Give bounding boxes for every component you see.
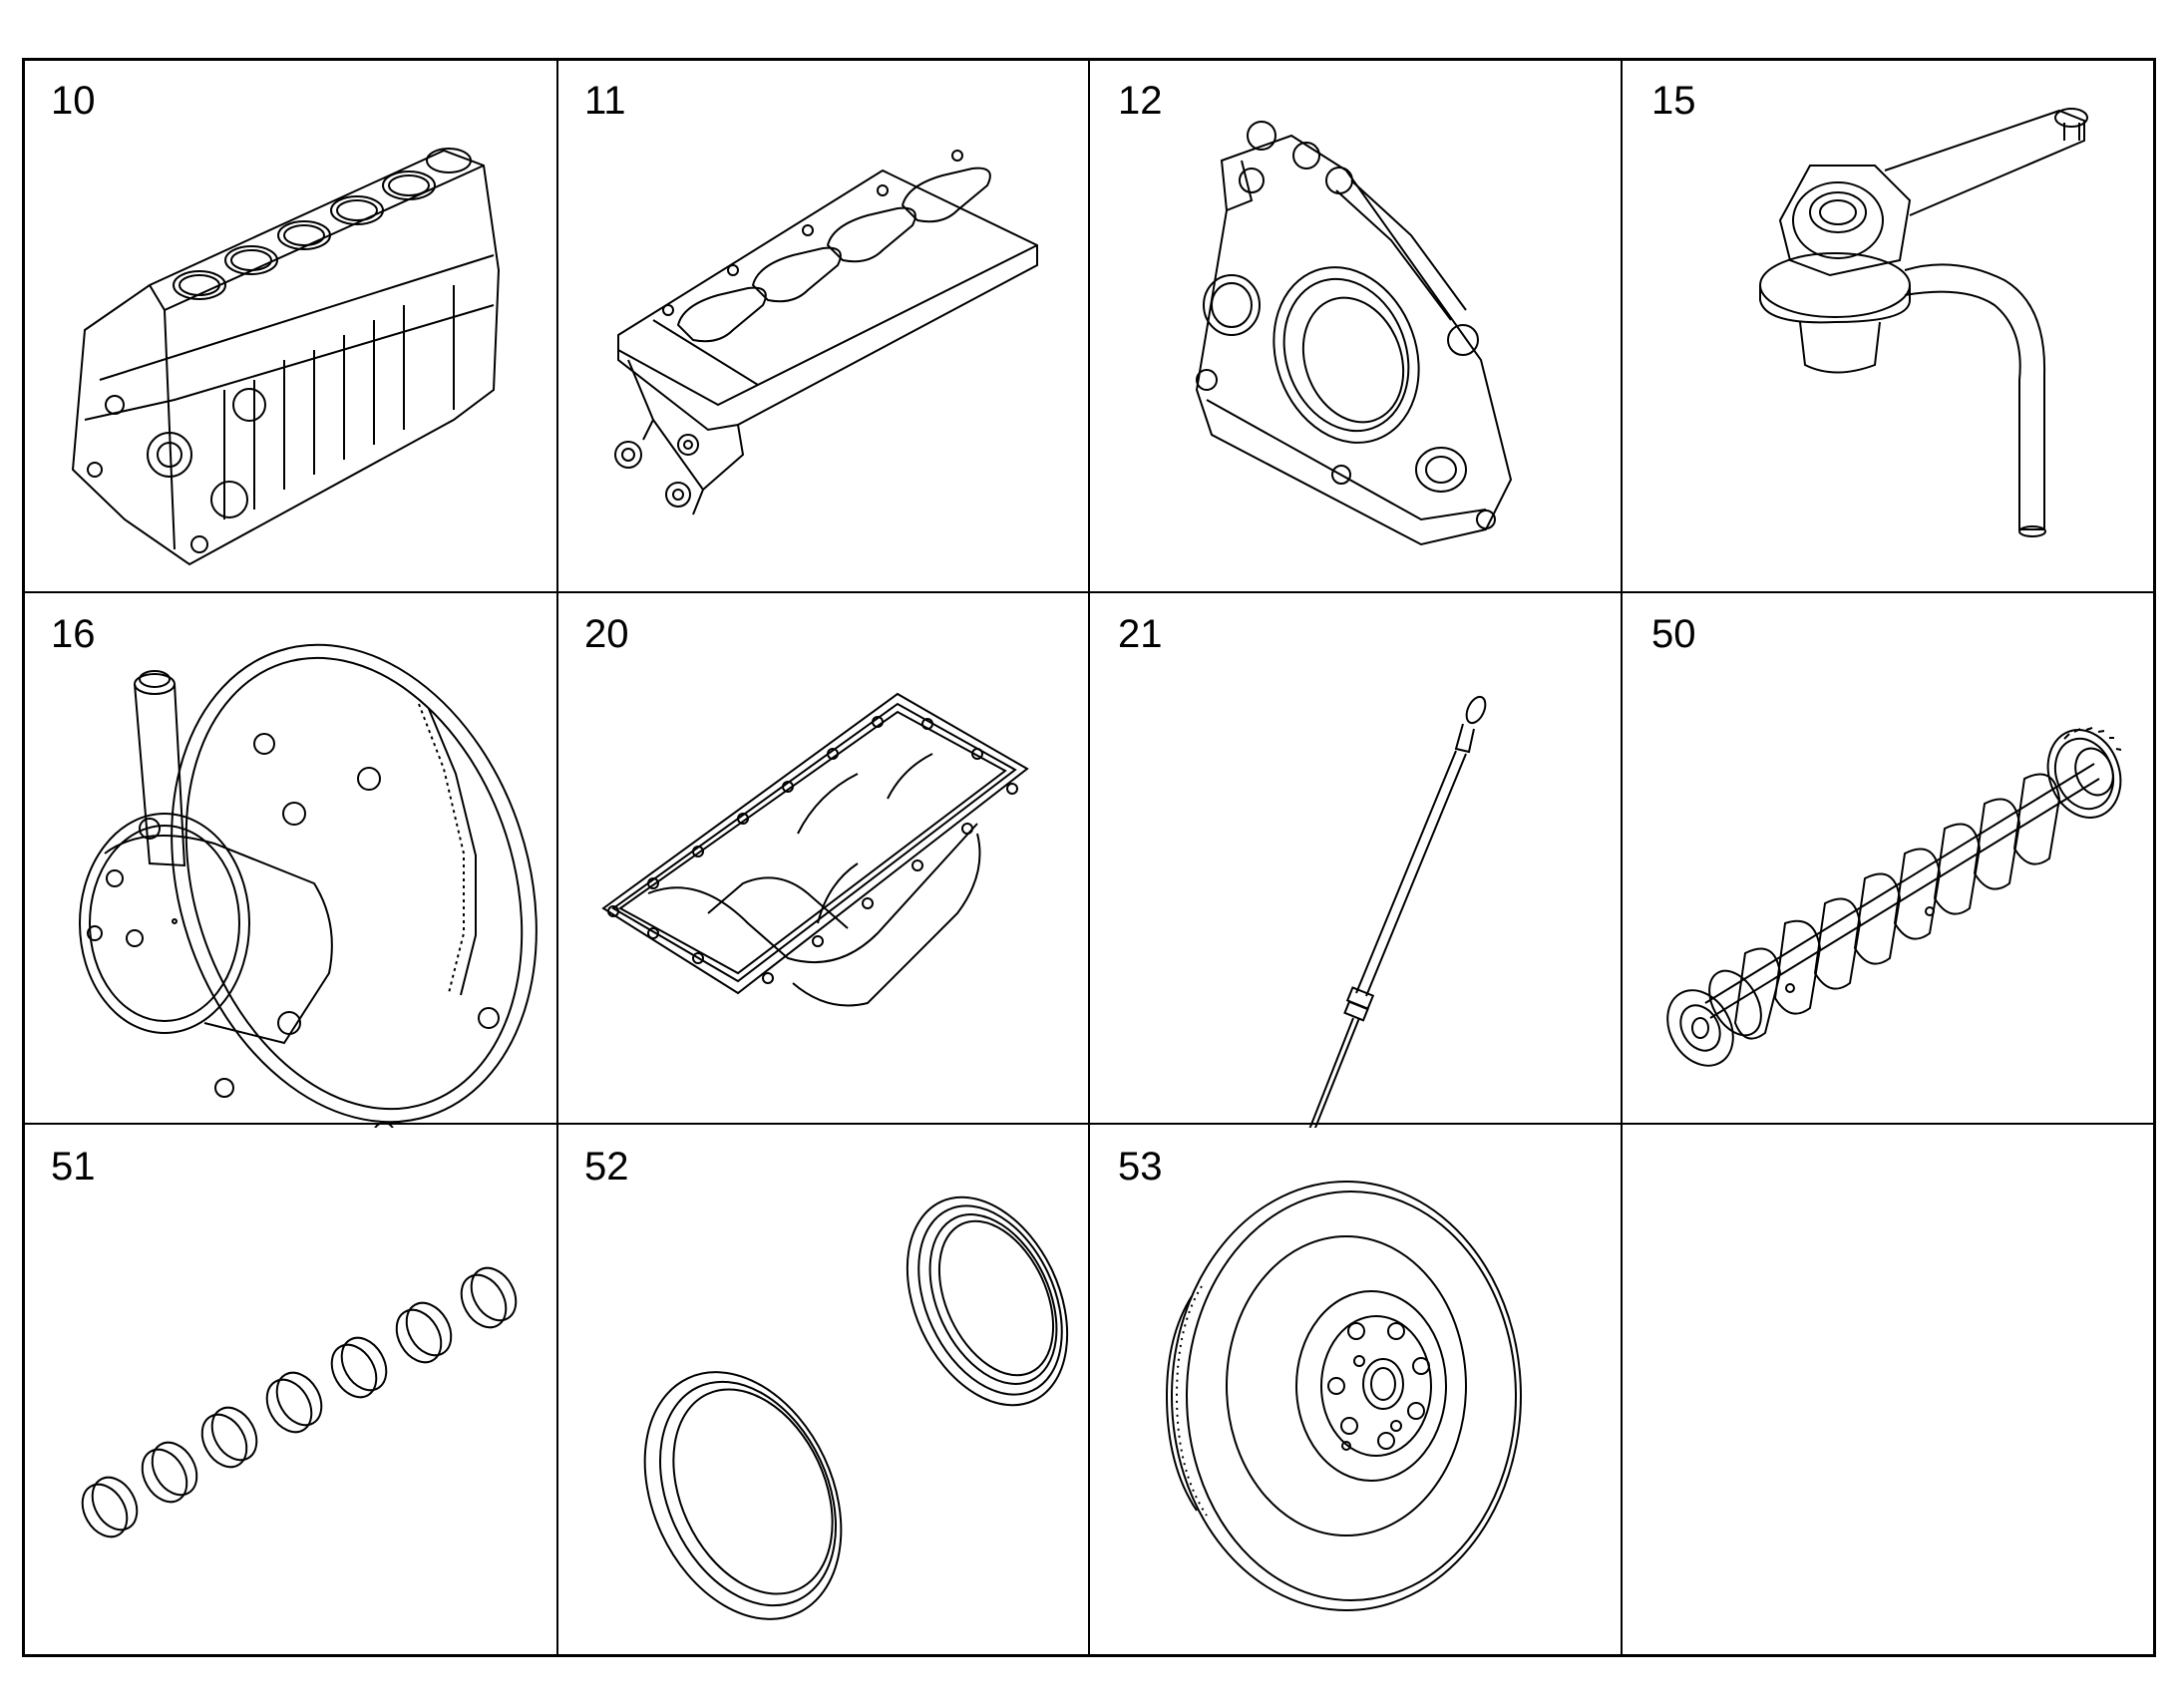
part-cell-empty: [1626, 1127, 2159, 1660]
part-number: 50: [1651, 612, 1696, 656]
part-cell-16[interactable]: 16: [25, 594, 558, 1128]
part-number: 53: [1118, 1145, 1163, 1189]
part-number: 10: [51, 79, 96, 123]
part-number: 16: [51, 612, 96, 656]
grid-divider: [1621, 61, 1623, 1654]
engine-block-icon: [25, 61, 558, 594]
part-cell-12[interactable]: 12: [1092, 61, 1626, 594]
part-cell-52[interactable]: 52: [558, 1127, 1092, 1660]
oil-pan-icon: [558, 594, 1092, 1128]
grid-divider: [556, 61, 558, 1654]
parts-grid: 10 11: [22, 58, 2156, 1657]
part-cell-21[interactable]: 21: [1092, 594, 1626, 1128]
grid-divider: [1088, 61, 1090, 1654]
part-cell-15[interactable]: 15: [1626, 61, 2159, 594]
part-number: 52: [584, 1145, 629, 1189]
vacuum-pump-housing-icon: [25, 594, 558, 1128]
part-number: 21: [1118, 612, 1163, 656]
oil-pickup-tube-icon: [1626, 61, 2159, 594]
bearing-shells-icon: [25, 1127, 558, 1660]
rear-cover-icon: [1092, 61, 1626, 594]
dipstick-icon: [1092, 594, 1626, 1128]
crankshaft-icon: [1626, 594, 2159, 1128]
part-cell-50[interactable]: 50: [1626, 594, 2159, 1128]
part-cell-10[interactable]: 10: [25, 61, 558, 594]
part-cell-20[interactable]: 20: [558, 594, 1092, 1128]
part-number: 11: [584, 79, 626, 123]
grid-divider: [25, 591, 2153, 593]
seal-rings-icon: [558, 1127, 1092, 1660]
part-cell-53[interactable]: 53: [1092, 1127, 1626, 1660]
vibration-damper-icon: [1092, 1127, 1626, 1660]
part-number: 20: [584, 612, 629, 656]
grid-divider: [25, 1123, 2153, 1125]
bearing-ladder-frame-icon: [558, 61, 1092, 594]
part-number: 51: [51, 1145, 96, 1189]
part-number: 12: [1118, 79, 1163, 123]
part-number: 15: [1651, 79, 1696, 123]
part-cell-51[interactable]: 51: [25, 1127, 558, 1660]
part-cell-11[interactable]: 11: [558, 61, 1092, 594]
